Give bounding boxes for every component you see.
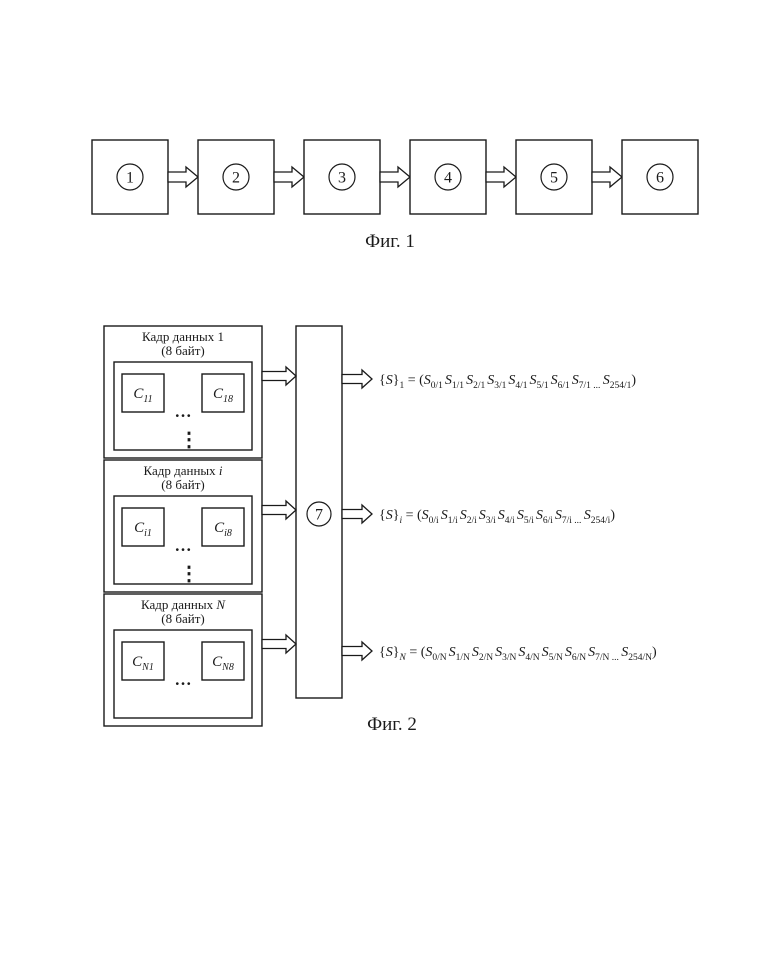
flow-arrow-2-to-3 xyxy=(274,167,304,187)
output-arrow-N xyxy=(342,642,372,660)
cells-ellipsis: … xyxy=(175,402,192,421)
data-frame-title: Кадр данных i xyxy=(143,463,222,478)
input-arrow-N xyxy=(262,635,296,653)
block-number-label: 4 xyxy=(444,170,452,187)
block-number-label: 6 xyxy=(656,170,664,187)
vertical-ellipsis: ⋮ xyxy=(179,429,199,451)
cells-ellipsis: … xyxy=(175,536,192,555)
figure-1-caption: Фиг. 1 xyxy=(365,231,415,252)
figure-1: 1 2 3 4 5 6 xyxy=(92,140,698,214)
flow-arrow-1-to-2 xyxy=(168,167,198,187)
block-number-label: 5 xyxy=(550,170,558,187)
figure-2-caption: Фиг. 2 xyxy=(367,714,417,735)
output-arrow-i xyxy=(342,505,372,523)
data-frame-title: Кадр данных N xyxy=(141,597,226,612)
byte-cell-last xyxy=(202,642,244,680)
byte-cell-first xyxy=(122,642,164,680)
data-frame-size: (8 байт) xyxy=(161,343,204,358)
cells-ellipsis: … xyxy=(175,670,192,689)
data-frame-title: Кадр данных 1 xyxy=(142,329,224,344)
input-arrow-i xyxy=(262,501,296,519)
flow-arrow-4-to-5 xyxy=(486,167,516,187)
block-number-label: 3 xyxy=(338,170,346,187)
output-sequence-1: {S}1 = (S0/1S1/1S2/1S3/1S4/1S5/1S6/1S7/1… xyxy=(379,373,636,391)
data-frame-size: (8 байт) xyxy=(161,477,204,492)
block-number-label: 2 xyxy=(232,170,240,187)
figure-2: 7Кадр данных 1(8 байт)C11C18…{S}1 = (S0/… xyxy=(104,326,657,726)
vertical-ellipsis: ⋮ xyxy=(179,563,199,585)
block-number-label: 7 xyxy=(315,507,323,524)
output-arrow-1 xyxy=(342,370,372,388)
block-number-label: 1 xyxy=(126,170,134,187)
data-frame-size: (8 байт) xyxy=(161,611,204,626)
flow-arrow-3-to-4 xyxy=(380,167,410,187)
output-sequence-N: {S}N = (S0/NS1/NS2/NS3/NS4/NS5/NS6/NS7/N… xyxy=(379,645,657,663)
output-sequence-i: {S}i = (S0/iS1/iS2/iS3/iS4/iS5/iS6/iS7/i… xyxy=(379,508,615,526)
data-frame-N: Кадр данных N(8 байт)CN1CN8… xyxy=(104,594,262,726)
input-arrow-1 xyxy=(262,367,296,385)
flow-arrow-5-to-6 xyxy=(592,167,622,187)
